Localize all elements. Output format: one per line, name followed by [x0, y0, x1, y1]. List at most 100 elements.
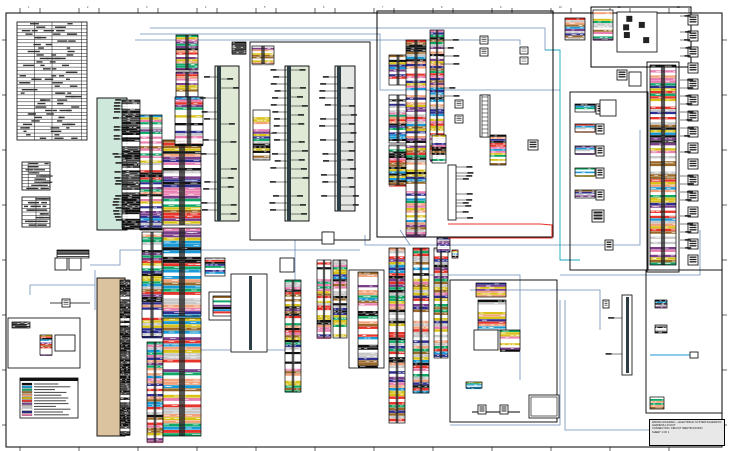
wire-label	[160, 376, 164, 378]
wire-label	[409, 191, 413, 193]
wire-label	[232, 42, 235, 44]
wire-label	[566, 27, 570, 29]
wire-label	[663, 91, 668, 93]
wire-label	[190, 322, 197, 323]
wire-label	[398, 167, 401, 169]
pin-label	[272, 195, 279, 197]
bundle-outline	[431, 134, 447, 164]
wire-label	[219, 270, 223, 272]
wire-label	[490, 324, 495, 326]
wire-label	[441, 290, 444, 292]
wire-label	[166, 276, 172, 278]
right-connector	[687, 238, 699, 250]
wire-stripe	[122, 216, 140, 219]
wire-label	[147, 397, 150, 398]
wire-label	[454, 256, 456, 257]
wire-label	[411, 160, 415, 162]
wire-label	[157, 263, 161, 265]
wire-label	[453, 252, 455, 254]
connector-pin	[481, 52, 487, 54]
wire-label	[675, 234, 680, 236]
wire-label	[336, 265, 339, 267]
wire-label	[169, 194, 175, 195]
wire-label	[157, 130, 161, 131]
table-cell-text	[44, 181, 51, 183]
wire-label	[438, 248, 441, 250]
wire-label	[666, 89, 671, 90]
pin-label	[453, 95, 460, 97]
wire-label	[404, 183, 407, 184]
wire-stripe	[432, 161, 446, 163]
wire-label	[297, 307, 300, 308]
wire-stripe	[478, 314, 506, 317]
wire-label	[478, 315, 483, 316]
wire-label	[123, 280, 125, 282]
wire-stripe	[432, 153, 446, 155]
table-cell-text	[66, 47, 71, 49]
wire-label	[155, 168, 159, 170]
wire-label	[131, 221, 134, 223]
wire-label	[502, 330, 506, 332]
wire-label	[288, 381, 292, 383]
pin-label	[301, 213, 308, 215]
wire-label	[298, 340, 301, 342]
wire-label	[401, 106, 405, 108]
wire-label	[173, 418, 180, 419]
table-cell-text	[40, 99, 51, 101]
wire-label	[158, 197, 162, 198]
wire-label	[419, 59, 423, 61]
wire-label	[395, 67, 398, 69]
wire-label	[159, 279, 163, 281]
pin-label	[274, 160, 281, 162]
wire-label	[582, 36, 586, 37]
wire-label	[240, 47, 243, 48]
wire-label	[503, 141, 506, 143]
wire-label	[440, 129, 443, 130]
pin-label	[299, 204, 306, 206]
pin-label	[462, 178, 469, 180]
cab-device-leads	[440, 39, 460, 97]
connector-pin	[689, 242, 697, 245]
wire-label	[126, 319, 129, 320]
wire-stripe	[120, 388, 130, 391]
table-cell-text	[42, 205, 47, 208]
wire-label	[428, 380, 432, 382]
wire-label	[401, 262, 405, 264]
wire-label	[153, 258, 157, 260]
wire-stripe	[122, 111, 140, 113]
wire-label	[166, 273, 173, 275]
wire-label	[289, 307, 292, 308]
pin-label	[684, 55, 691, 57]
wire-label	[390, 158, 394, 160]
wire-label	[286, 357, 290, 359]
wire-label	[152, 420, 155, 422]
table-cell-text	[67, 92, 72, 94]
pin-label	[687, 127, 694, 129]
connector-pin	[689, 133, 697, 135]
wire-label	[190, 228, 196, 230]
wire-label	[26, 325, 30, 326]
wire-label	[444, 313, 447, 314]
wire-stripe	[120, 318, 130, 321]
wire-label	[142, 139, 147, 141]
wire-label	[409, 225, 413, 227]
wire-stripe	[358, 352, 378, 355]
connector-pin	[689, 229, 697, 231]
wire-label	[270, 50, 274, 51]
wire-label	[499, 161, 502, 163]
wire-label	[195, 55, 200, 57]
main-harness-3	[146, 341, 166, 444]
wire-stripe	[500, 332, 520, 335]
wire-label	[658, 117, 663, 119]
wire-label	[673, 70, 678, 72]
wire-label	[389, 100, 393, 101]
right-harness-frame	[646, 61, 680, 273]
wire-label	[668, 138, 673, 140]
door-harness-0	[574, 103, 596, 113]
wire-stripe	[122, 201, 140, 204]
wire-label	[127, 111, 131, 113]
wire-label	[121, 364, 124, 366]
wire-label	[330, 294, 333, 295]
wire-label	[296, 299, 299, 301]
wire-label	[659, 397, 662, 399]
